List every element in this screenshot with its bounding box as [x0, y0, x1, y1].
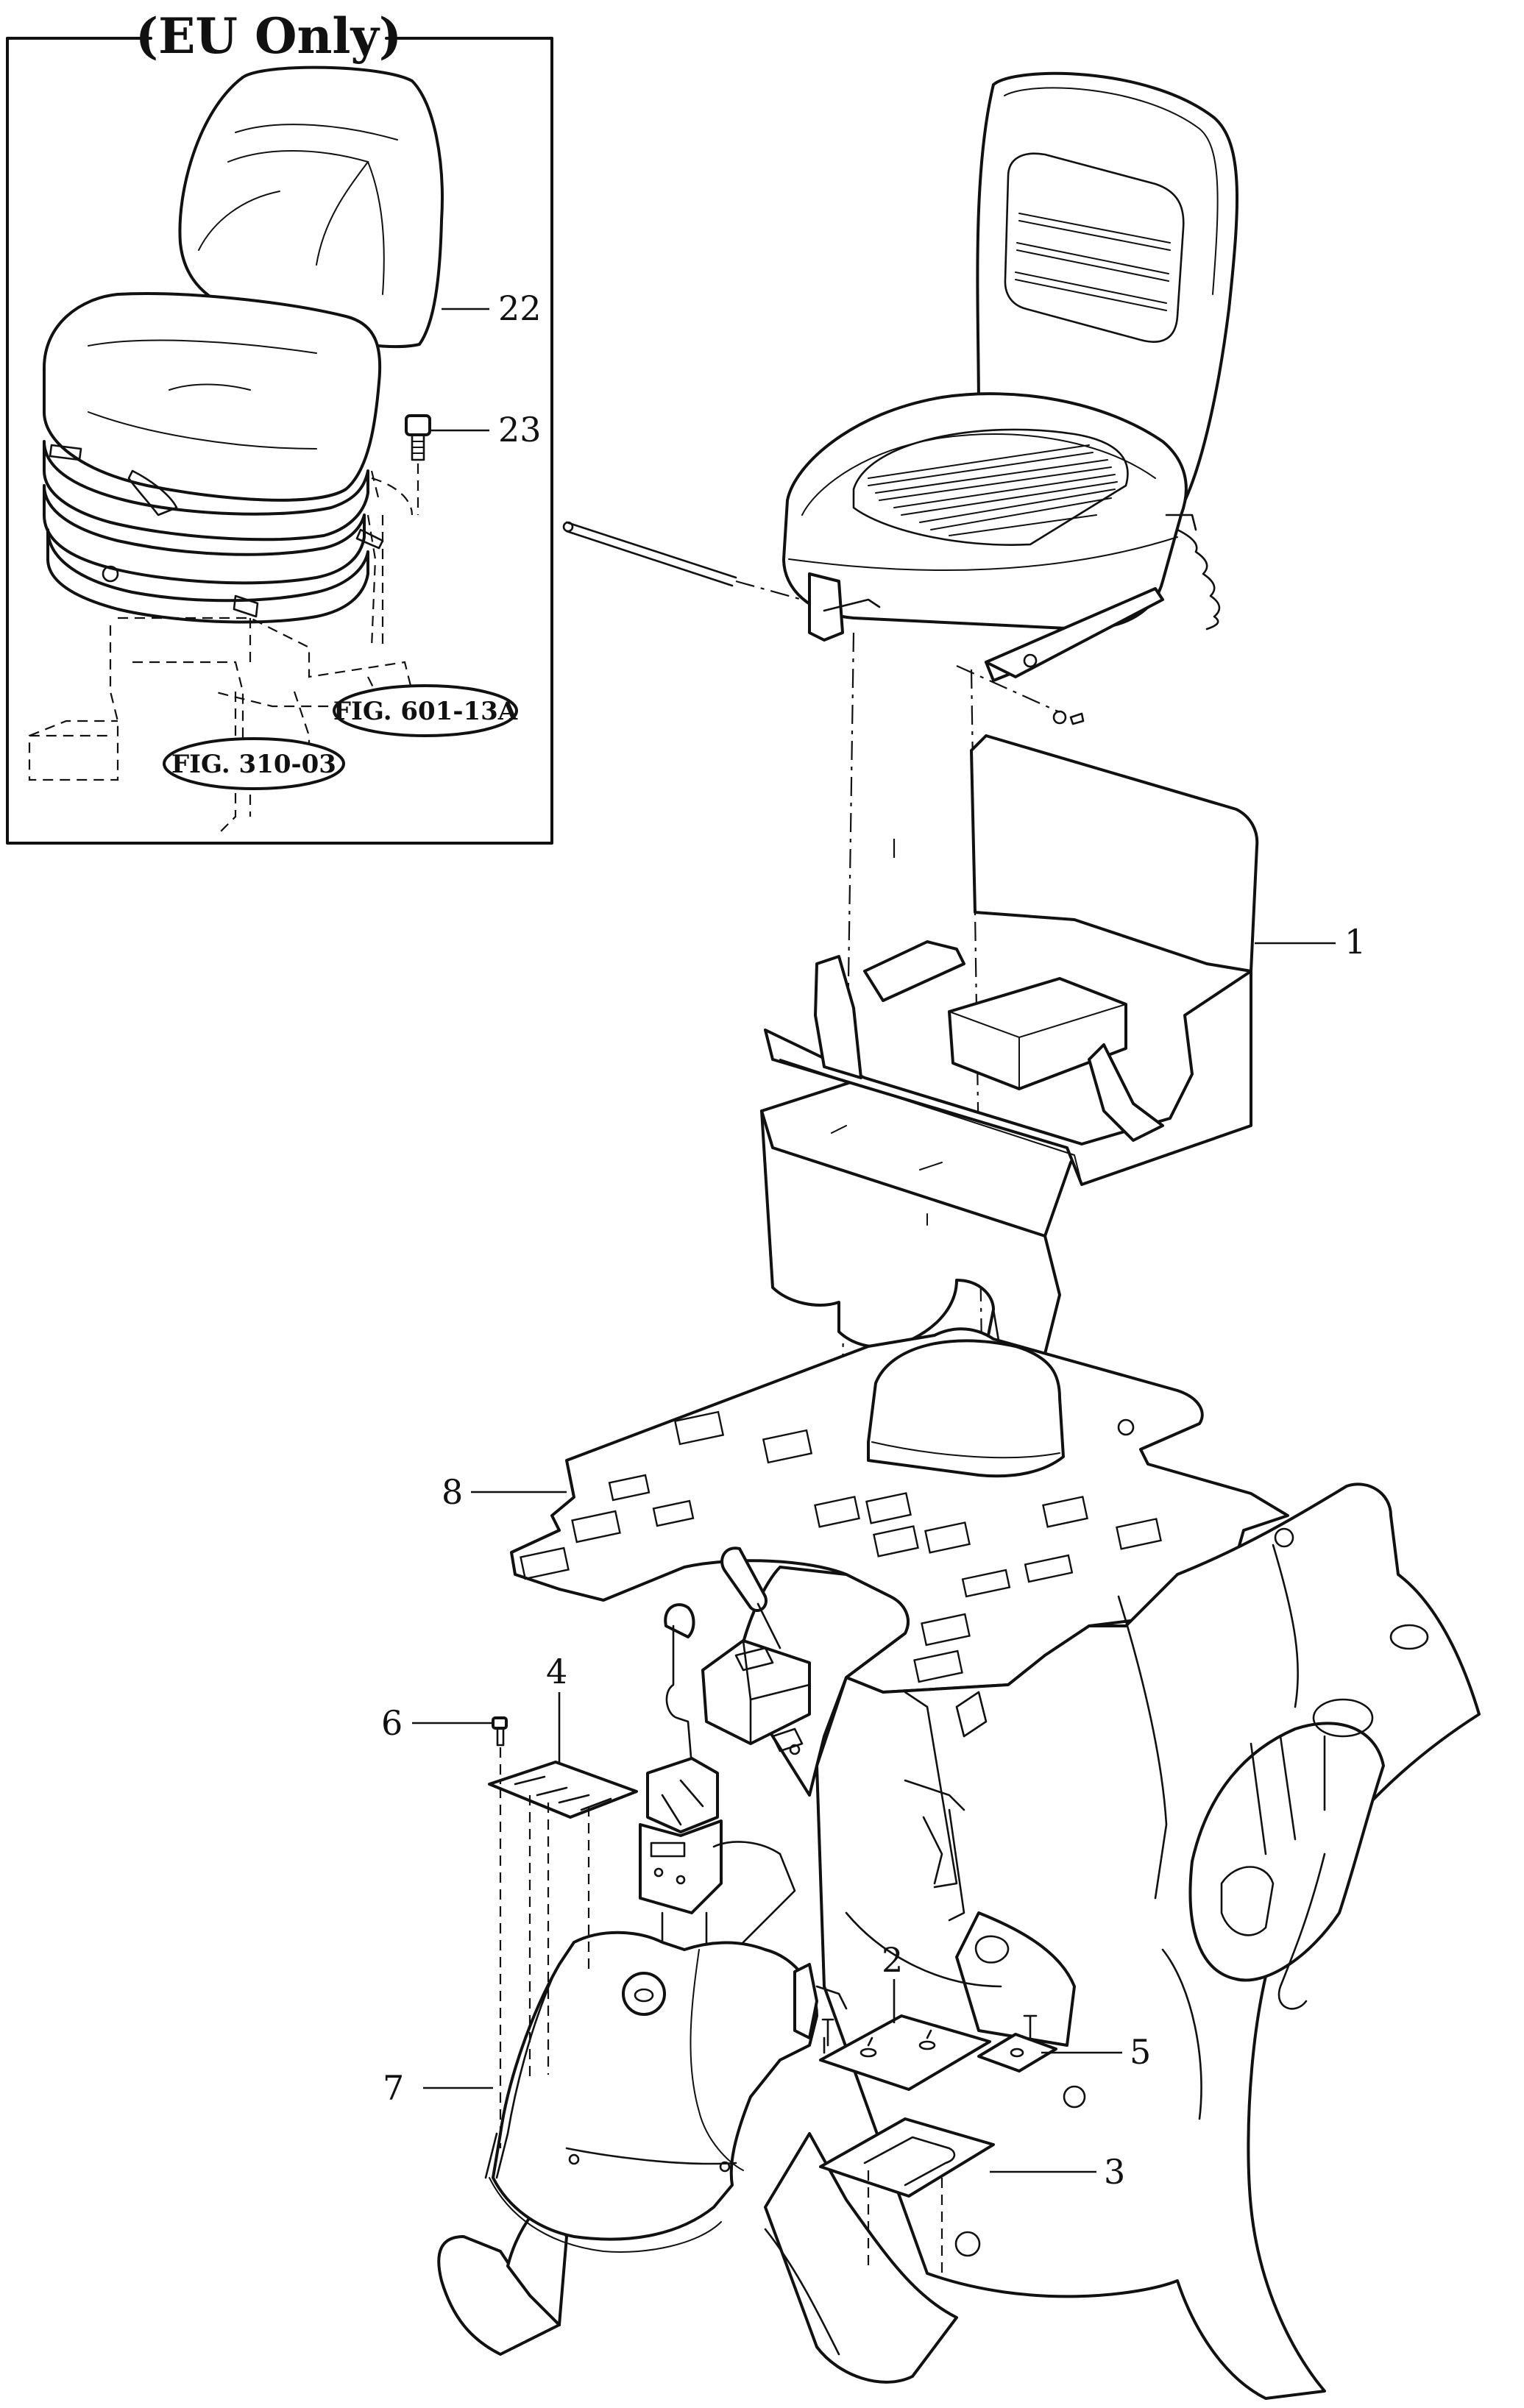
- plate-2: [819, 1935, 1010, 2091]
- pivot-pin: [562, 521, 803, 601]
- front-boot-cover: [437, 1931, 848, 2356]
- bolt-23: [405, 414, 431, 461]
- fig-ref-601-13a: FIG. 601-13A: [333, 684, 518, 737]
- callout-4: 4: [546, 1652, 567, 1691]
- shift-levers: [639, 1546, 988, 1951]
- callout-2: 2: [882, 1940, 903, 1980]
- plate-5: [977, 2014, 1057, 2073]
- eu-suspension-seat: [43, 65, 444, 624]
- fig-ref-310-03-label: FIG. 310-03: [171, 750, 336, 779]
- callout-3: 3: [1104, 2152, 1125, 2192]
- floor-mat: [510, 1327, 1289, 1694]
- operator-seat: [782, 71, 1238, 682]
- eu-inset: (EU Only): [6, 7, 553, 845]
- callout-8: 8: [442, 1472, 463, 1512]
- bolt-6: [492, 1716, 508, 1784]
- plate-4: [488, 1761, 638, 2148]
- plate-3: [819, 2117, 995, 2273]
- callout-6: 6: [381, 1703, 403, 1743]
- seat-box-panel: [760, 734, 1259, 1359]
- callout-22: 22: [498, 288, 542, 328]
- inset-title: (EU Only): [135, 7, 402, 65]
- callout-7: 7: [383, 2068, 404, 2108]
- cab-floor-body: [764, 1482, 1481, 2400]
- callout-1: 1: [1344, 922, 1366, 962]
- callout-23: 23: [498, 410, 542, 450]
- fig-ref-310-03: FIG. 310-03: [163, 737, 345, 790]
- callout-5: 5: [1130, 2032, 1151, 2072]
- fig-ref-601-13a-label: FIG. 601-13A: [333, 697, 518, 726]
